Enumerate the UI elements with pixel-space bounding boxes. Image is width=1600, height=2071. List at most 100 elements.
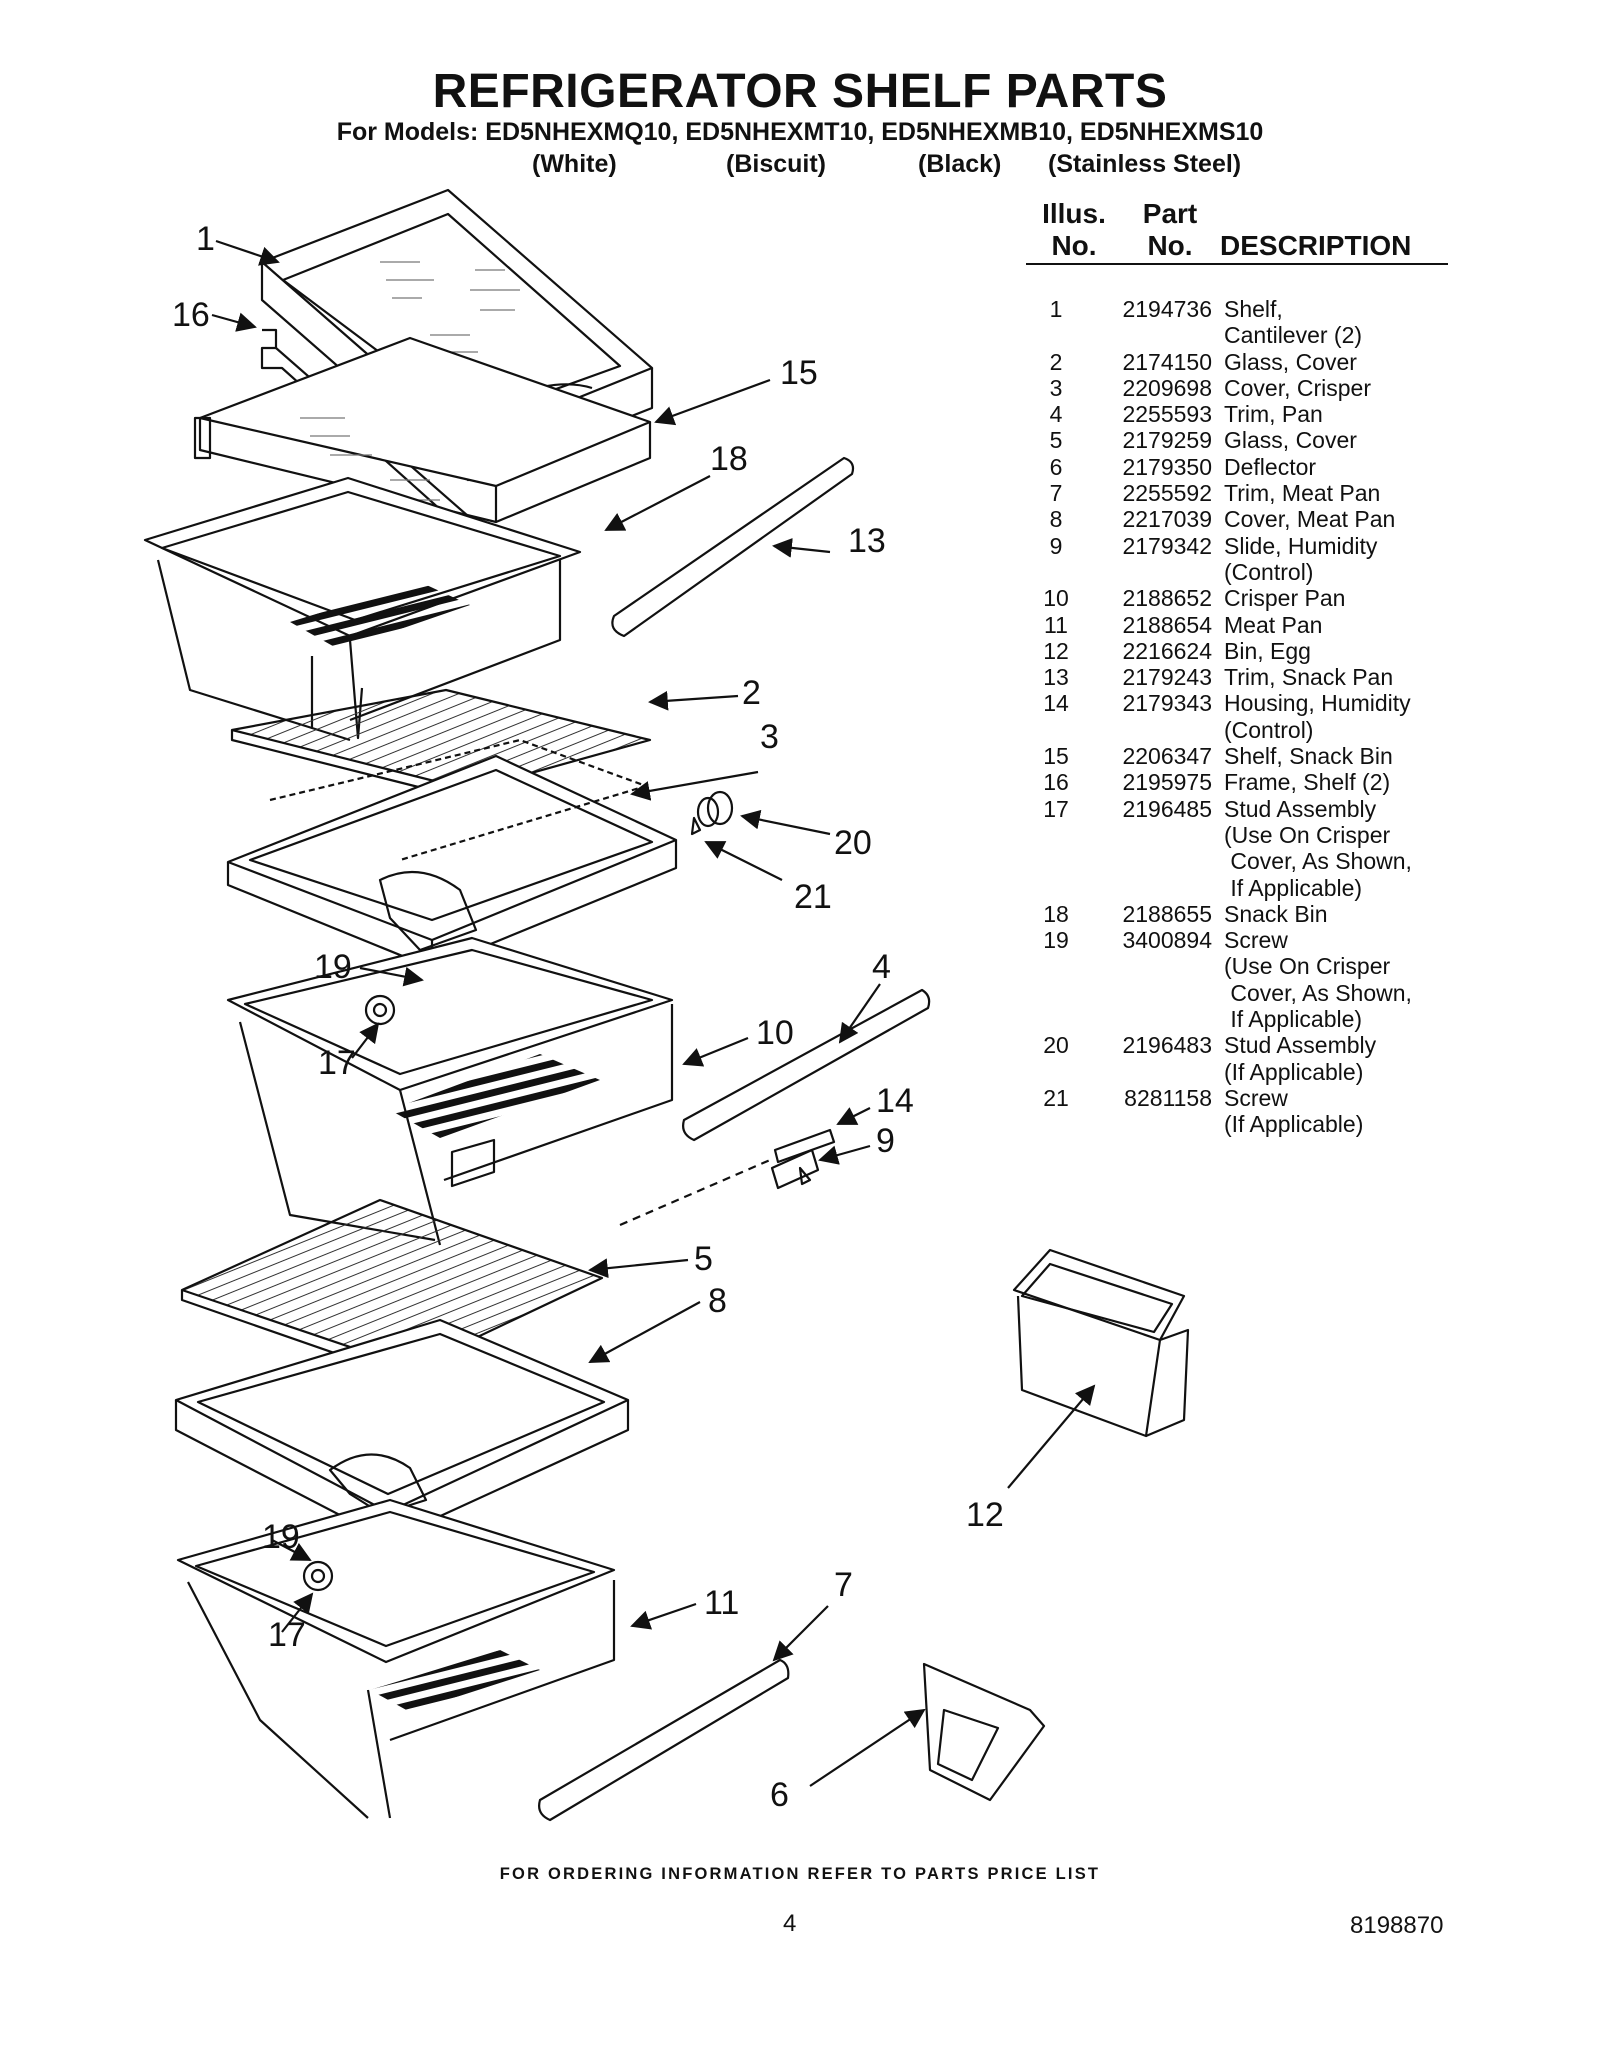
part-number: 2206347 <box>1122 743 1212 770</box>
callout-10: 10 <box>756 1014 794 1052</box>
parts-row: 7 2255592 Trim, Meat Pan <box>1020 480 1412 506</box>
part-number: 2255592 <box>1122 480 1212 507</box>
callout-4: 4 <box>872 948 891 986</box>
callout-13: 13 <box>848 522 886 560</box>
meat-pan-trim-part <box>538 1658 790 1822</box>
illus-number <box>1020 953 1092 979</box>
part-number: 2179342 <box>1122 532 1212 559</box>
illus-number: 5 <box>1049 427 1063 454</box>
part-number <box>1092 1111 1224 1137</box>
part-description: Screw <box>1224 927 1288 954</box>
part-number: 2209698 <box>1122 374 1212 401</box>
callout-12: 12 <box>966 1496 1004 1534</box>
part-number: 8281158 <box>1124 1084 1212 1111</box>
callout-19-lower: 19 <box>262 1518 300 1556</box>
illus-number: 4 <box>1049 401 1063 428</box>
part-number: 2179243 <box>1122 664 1212 691</box>
parts-row: (Use On Crisper <box>1020 822 1412 848</box>
parts-row: 4 2255593 Trim, Pan <box>1020 401 1412 427</box>
part-description: Slide, Humidity <box>1224 532 1378 559</box>
part-description: Housing, Humidity <box>1224 690 1411 717</box>
part-description: (Control) <box>1224 716 1314 743</box>
part-number: 2174150 <box>1122 348 1212 375</box>
part-number: 2179343 <box>1122 690 1212 717</box>
parts-row: (If Applicable) <box>1020 1059 1412 1085</box>
illus-number: 11 <box>1044 611 1068 638</box>
part-description: Trim, Pan <box>1224 401 1323 428</box>
parts-row: (Control) <box>1020 559 1412 585</box>
part-number <box>1092 717 1224 743</box>
callout-15: 15 <box>780 354 818 392</box>
callout-17-upper: 17 <box>318 1044 356 1082</box>
illus-number: 20 <box>1043 1032 1069 1059</box>
part-number: 2179259 <box>1122 427 1212 454</box>
callout-16: 16 <box>172 296 210 334</box>
part-number <box>1092 1006 1224 1032</box>
crisper-cover-part <box>226 738 678 970</box>
illus-number <box>1020 322 1092 348</box>
deflector-part <box>922 1662 1046 1802</box>
part-description: Meat Pan <box>1224 611 1323 638</box>
parts-row: Cantilever (2) <box>1020 322 1412 348</box>
parts-row: Cover, As Shown, <box>1020 980 1412 1006</box>
part-description: (If Applicable) <box>1224 1058 1364 1085</box>
illus-number: 13 <box>1043 664 1069 691</box>
illus-number: 18 <box>1043 900 1069 927</box>
humidity-control-part <box>619 1128 836 1227</box>
part-description: Frame, Shelf (2) <box>1224 769 1391 796</box>
illus-number: 12 <box>1043 637 1069 664</box>
illus-number <box>1020 717 1092 743</box>
callout-5: 5 <box>694 1240 713 1278</box>
callout-19-upper: 19 <box>314 948 352 986</box>
callout-18: 18 <box>710 440 748 478</box>
column-header-illus: Illus. No. <box>1042 198 1106 261</box>
illus-number <box>1020 875 1092 901</box>
callout-1: 1 <box>196 220 215 258</box>
document-number: 8198870 <box>1350 1912 1444 1939</box>
part-description: Deflector <box>1224 453 1317 480</box>
callout-7: 7 <box>834 1566 853 1604</box>
illus-number: 16 <box>1043 769 1069 796</box>
callout-11: 11 <box>704 1584 739 1622</box>
crisper-pan-part <box>226 936 674 1246</box>
part-number <box>1092 980 1224 1006</box>
part-number: 2194736 <box>1122 296 1212 322</box>
illus-number <box>1020 848 1092 874</box>
illus-number <box>1020 1006 1092 1032</box>
callout-6: 6 <box>770 1776 789 1814</box>
callout-8: 8 <box>708 1282 727 1320</box>
illus-number <box>1020 1111 1092 1137</box>
callout-9: 9 <box>876 1122 895 1160</box>
part-description: Snack Bin <box>1224 900 1328 927</box>
illus-number: 2 <box>1049 348 1063 375</box>
illus-number: 7 <box>1049 480 1063 507</box>
stud-assembly-part <box>690 790 734 836</box>
part-number: 2255593 <box>1122 401 1212 428</box>
part-description: If Applicable) <box>1224 1006 1363 1033</box>
part-description: Glass, Cover <box>1224 348 1357 375</box>
snack-pan-trim-part <box>611 456 855 638</box>
pan-trim-part <box>682 988 931 1142</box>
part-description: Trim, Meat Pan <box>1224 480 1381 507</box>
illus-number <box>1020 559 1092 585</box>
part-number: 2179350 <box>1122 453 1212 480</box>
part-description: If Applicable) <box>1224 874 1363 901</box>
parts-row: (Use On Crisper <box>1020 953 1412 979</box>
part-number: 2188652 <box>1122 585 1212 612</box>
part-description: (Use On Crisper <box>1224 821 1391 848</box>
part-description: Glass, Cover <box>1224 427 1357 454</box>
part-description: Cover, As Shown, <box>1224 848 1412 875</box>
